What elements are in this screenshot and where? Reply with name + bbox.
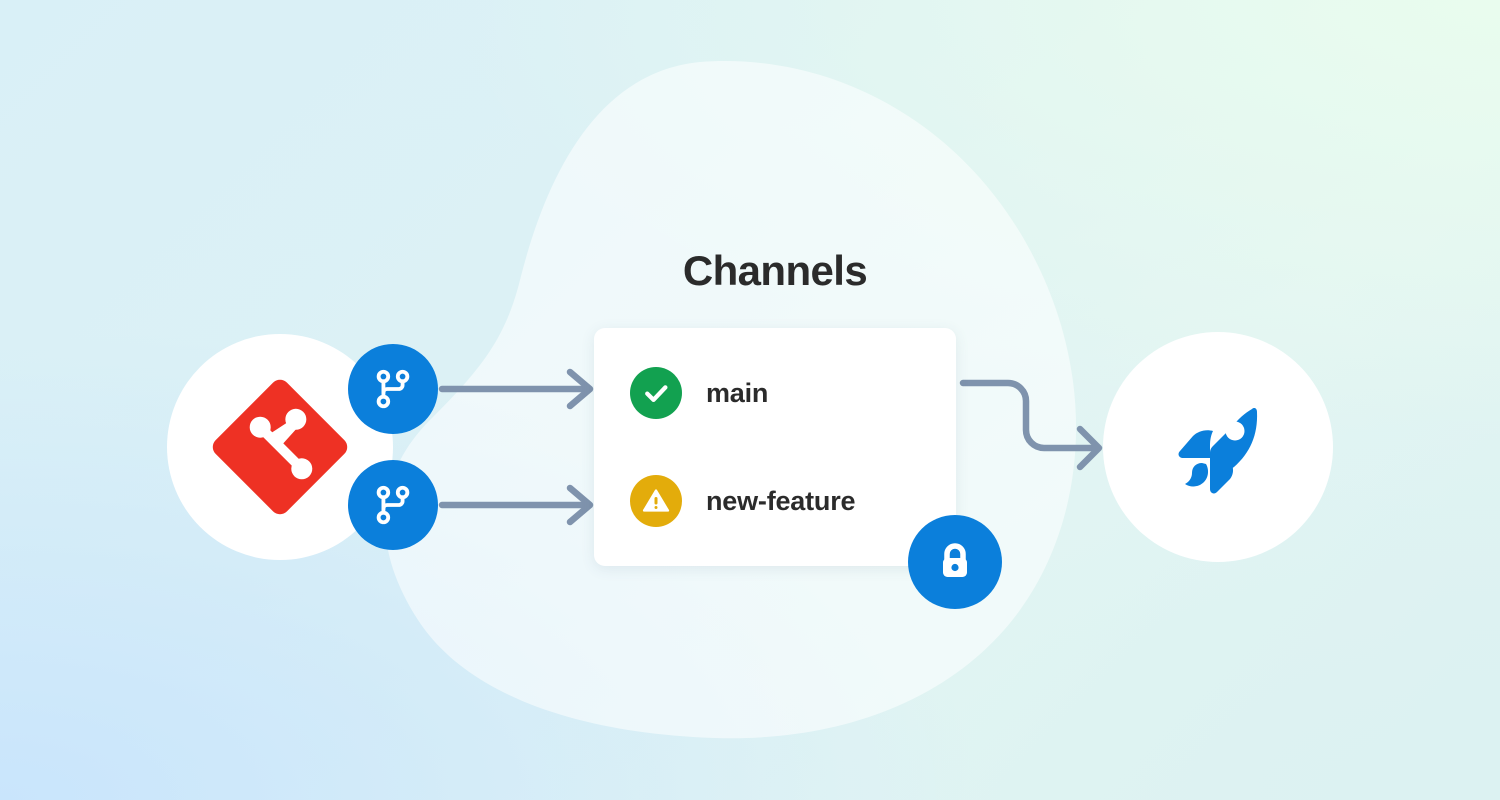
code-branch-icon — [376, 369, 410, 409]
check-circle-icon — [630, 367, 682, 419]
connector-card-to-rocket — [959, 379, 1100, 452]
arrowhead-feature — [566, 484, 594, 526]
warning-triangle-icon — [630, 475, 682, 527]
warning-glyph — [642, 489, 670, 512]
code-branch-icon — [376, 485, 410, 525]
arrowhead-rocket — [1076, 425, 1103, 471]
channels-card: main new-feature — [594, 328, 956, 566]
channel-row-main[interactable]: main — [630, 367, 956, 419]
lock-icon — [943, 543, 967, 577]
git-logo-icon — [212, 379, 348, 515]
channel-row-new-feature[interactable]: new-feature — [630, 475, 956, 527]
branch-badge-main[interactable] — [348, 344, 438, 434]
channel-label-main: main — [706, 377, 769, 408]
arrowhead-main — [566, 368, 594, 410]
branch-badge-feature[interactable] — [348, 460, 438, 550]
page-title: Channels — [682, 247, 868, 294]
lock-badge[interactable] — [908, 515, 1002, 609]
git-source-node[interactable] — [167, 334, 393, 560]
check-glyph — [645, 385, 668, 402]
rocket-target-node[interactable] — [1103, 332, 1333, 562]
rocket-icon — [1178, 408, 1258, 494]
channel-label-new-feature: new-feature — [706, 485, 856, 516]
